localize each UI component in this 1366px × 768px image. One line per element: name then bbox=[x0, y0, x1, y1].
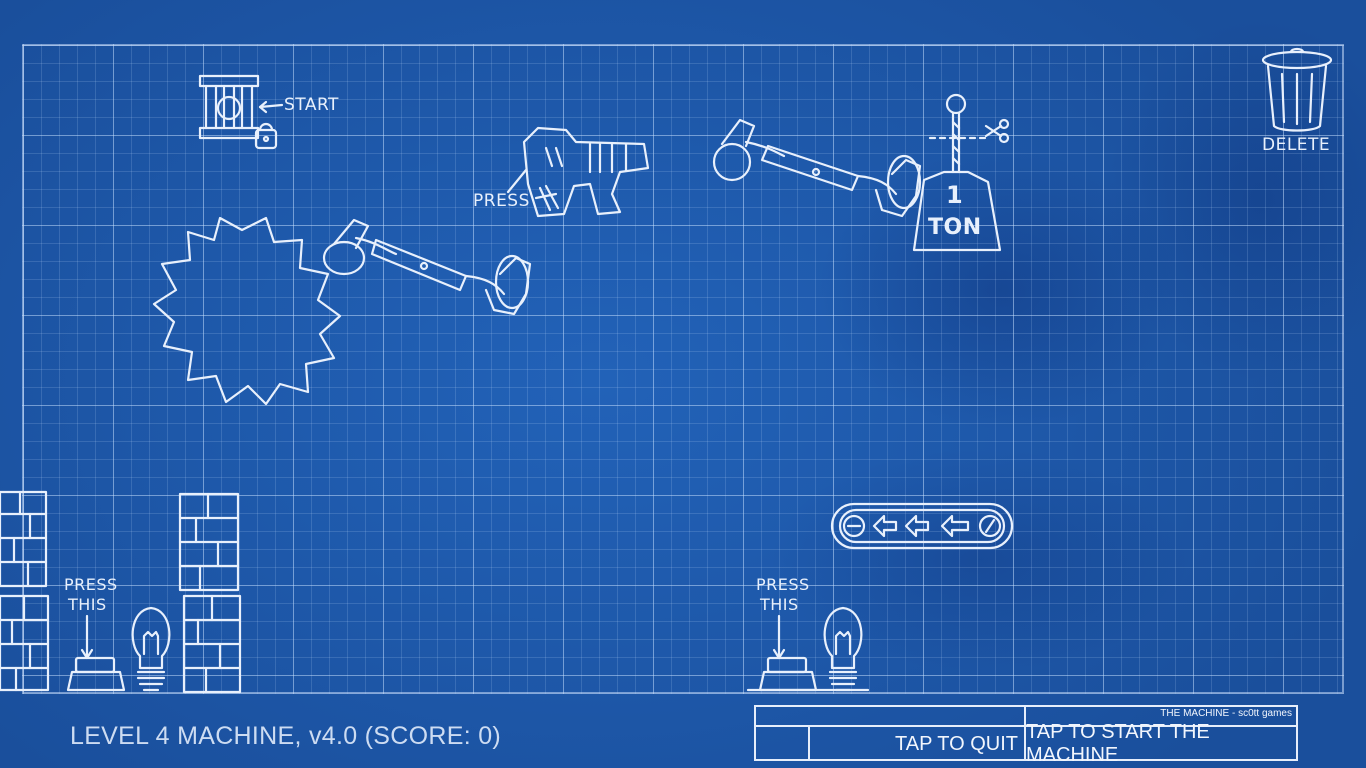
title-block-header bbox=[756, 707, 1296, 727]
press-this-left-arrow bbox=[80, 614, 94, 660]
gun-icon[interactable] bbox=[516, 124, 652, 218]
level-status: LEVEL 4 MACHINE, v4.0 (SCORE: 0) bbox=[70, 722, 502, 750]
delete-label[interactable]: DELETE bbox=[1262, 135, 1331, 155]
brick-wall-icon-center bbox=[178, 492, 242, 694]
conveyor-icon[interactable] bbox=[830, 502, 1014, 550]
button-icon[interactable] bbox=[64, 656, 126, 692]
title-block: THE MACHINE - sc0tt games TAP TO QUIT TA… bbox=[754, 705, 1298, 766]
title-block-divider-small bbox=[808, 725, 810, 759]
weight-unit: TON bbox=[928, 215, 982, 240]
lever-icon-top[interactable] bbox=[706, 116, 930, 224]
scissors-icon[interactable] bbox=[984, 118, 1010, 144]
weight-icon[interactable] bbox=[908, 92, 1004, 256]
lightbulb-icon bbox=[131, 606, 171, 692]
lock-icon bbox=[254, 122, 278, 150]
play-area-grid bbox=[22, 44, 1344, 694]
trash-icon[interactable] bbox=[1260, 47, 1334, 132]
start-arrow bbox=[258, 100, 284, 114]
press-gun-pointer bbox=[506, 168, 528, 194]
press-this-left-line1: PRESS bbox=[64, 575, 118, 594]
title-block-divider bbox=[1024, 707, 1026, 759]
quit-button[interactable]: TAP TO QUIT bbox=[895, 732, 1018, 755]
press-this-right-arrow bbox=[772, 614, 786, 660]
start-label: START bbox=[284, 95, 339, 115]
lightbulb-icon-right bbox=[823, 606, 863, 692]
gear-icon[interactable] bbox=[150, 212, 346, 406]
press-this-left-line2: THIS bbox=[68, 595, 107, 614]
cage-icon[interactable] bbox=[198, 72, 284, 158]
press-this-right-line1: PRESS bbox=[756, 575, 810, 594]
start-machine-button[interactable]: TAP TO START THE MACHINE bbox=[1026, 721, 1210, 766]
weight-number: 1 bbox=[946, 181, 964, 209]
brick-wall-icon bbox=[0, 490, 50, 692]
press-this-right-line2: THIS bbox=[760, 595, 799, 614]
press-gun-label: PRESS bbox=[473, 191, 530, 211]
lever-icon[interactable] bbox=[316, 214, 538, 322]
credit-text: THE MACHINE - sc0tt games bbox=[1160, 708, 1292, 719]
